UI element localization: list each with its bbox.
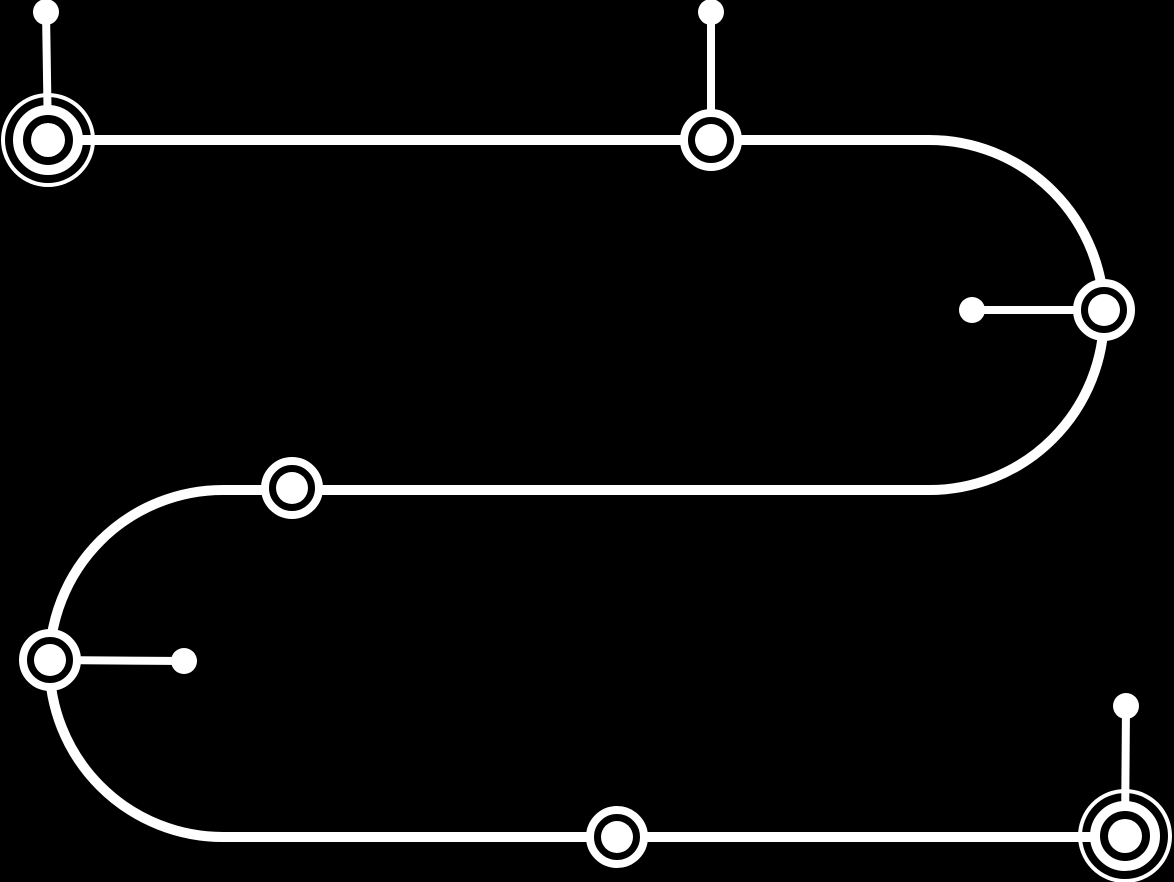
stop-7-end-outer-ring <box>1078 789 1172 882</box>
satellite-dot-5 <box>1113 693 1139 719</box>
satellite-dot-1 <box>33 0 59 25</box>
stop-4-core <box>276 472 308 504</box>
stop-1-start-outer-ring <box>1 93 95 187</box>
stop-2-core <box>695 124 727 156</box>
satellite-dot-4 <box>171 648 197 674</box>
satellite-dot-2 <box>698 0 724 25</box>
route-path <box>44 135 1125 842</box>
stop-7-end-core <box>1108 819 1142 853</box>
stop-6-core <box>601 821 633 853</box>
stop-5-core <box>34 644 66 676</box>
stop-3-core <box>1088 294 1120 326</box>
satellite-dot-3 <box>959 297 985 323</box>
stop-1-start-core <box>31 123 65 157</box>
